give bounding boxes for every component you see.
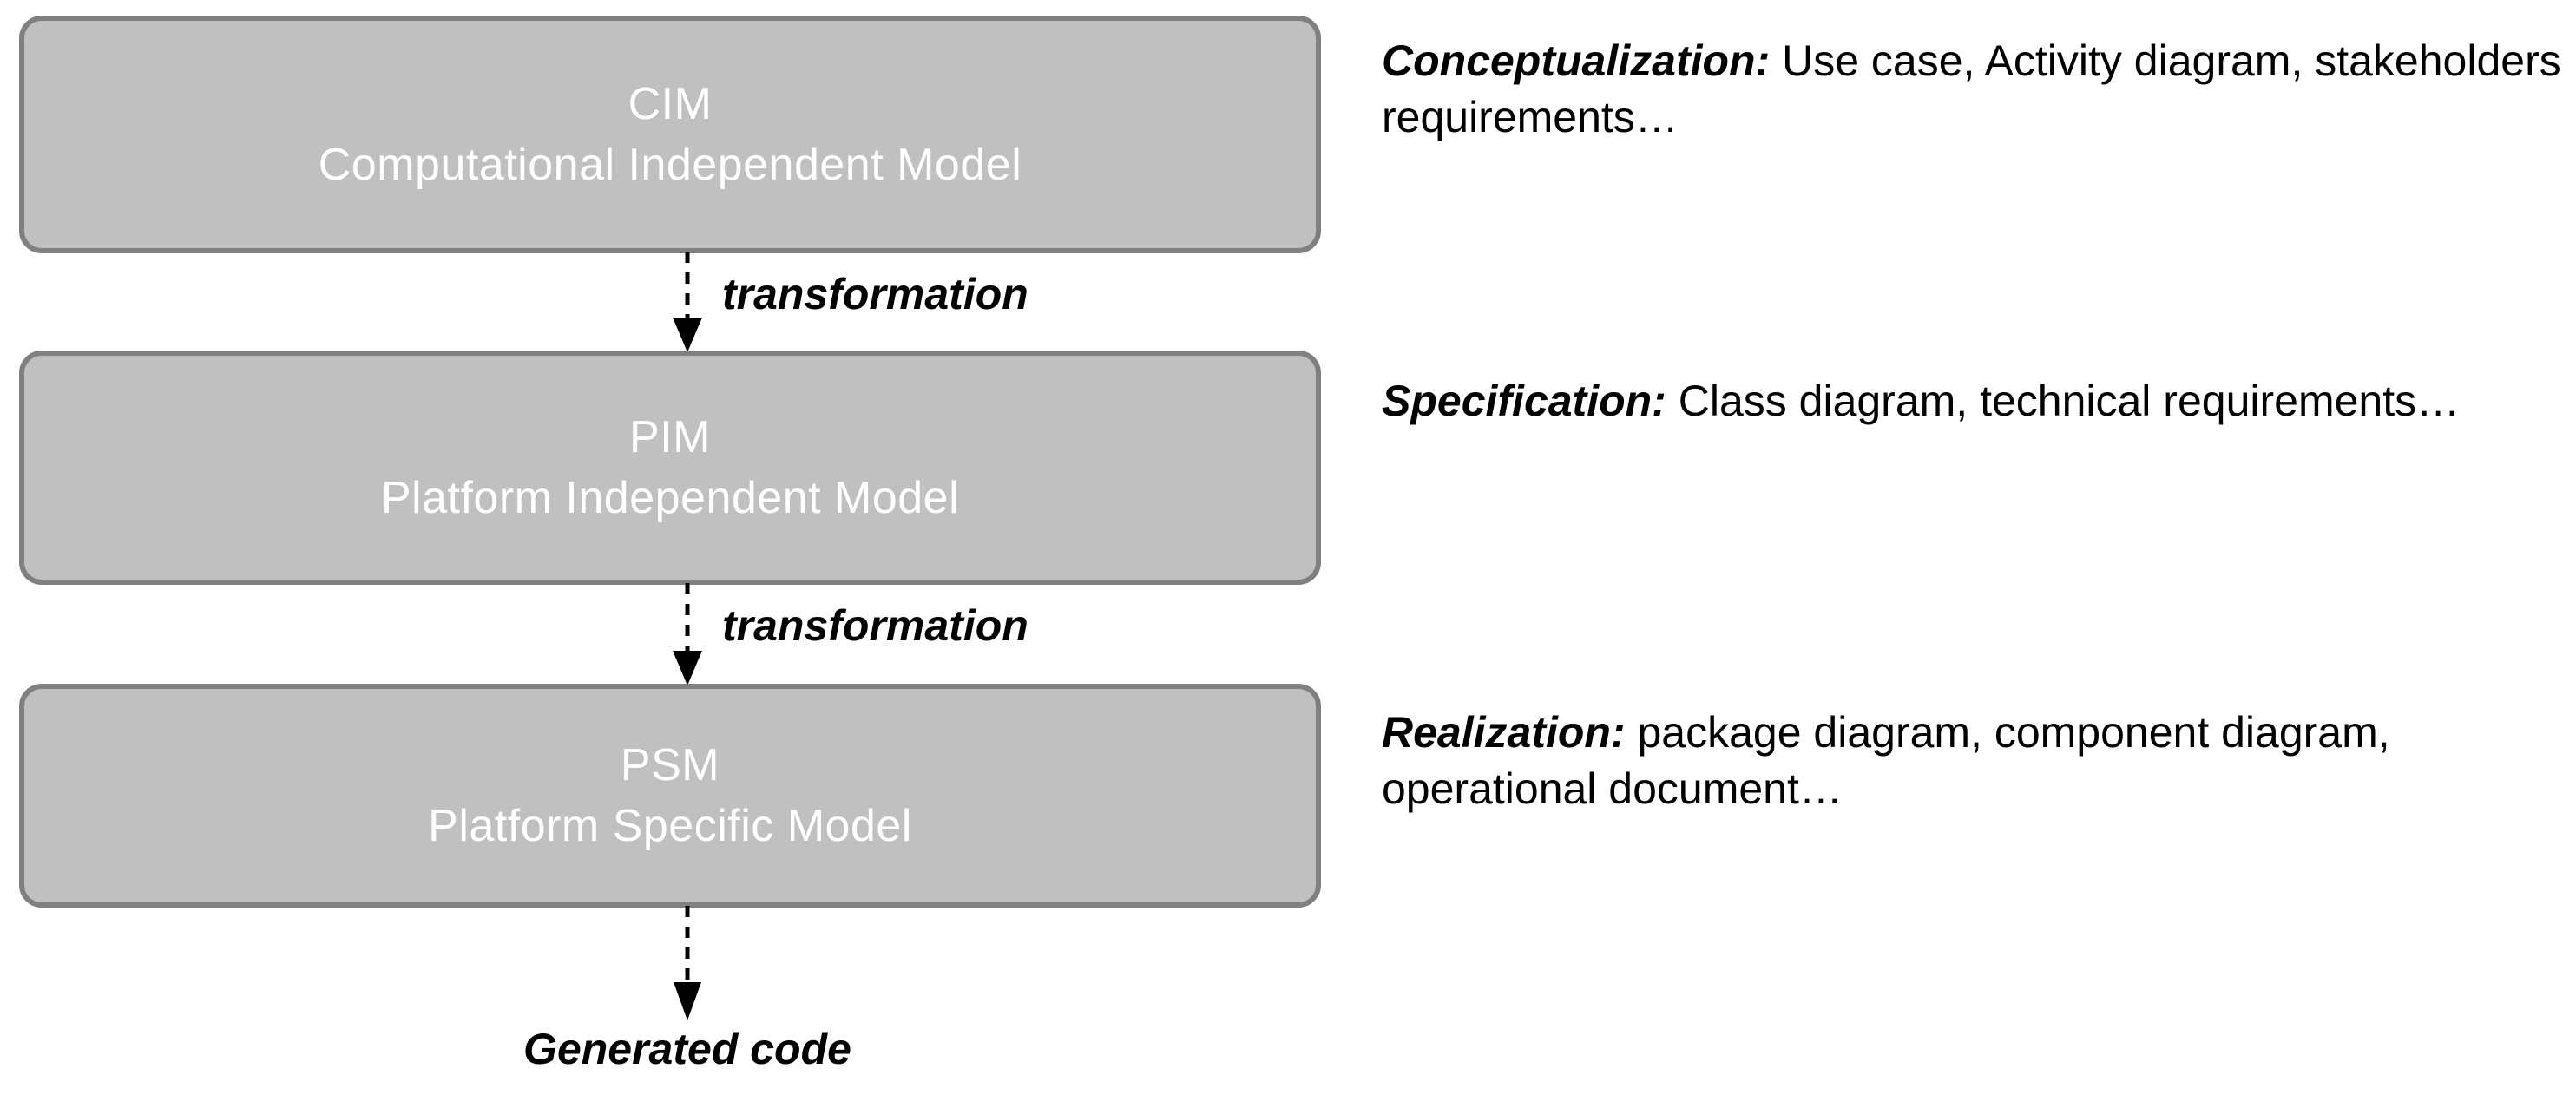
description-cim-label: Conceptualization:: [1382, 36, 1771, 85]
transformation-label-1: transformation: [722, 270, 1028, 318]
model-box-pim-title: Platform Independent Model: [380, 473, 960, 523]
model-box-psm-title: Platform Specific Model: [428, 801, 912, 851]
description-pim-label: Specification:: [1382, 377, 1666, 425]
model-box-psm[interactable]: PSM Platform Specific Model: [19, 684, 1321, 908]
model-box-cim-title: Computational Independent Model: [318, 140, 1022, 190]
model-box-pim-abbr: PIM: [629, 412, 711, 462]
transformation-arrow-1: [668, 252, 706, 352]
description-cim: Conceptualization: Use case, Activity di…: [1382, 33, 2571, 146]
description-psm-body: package diagram, component diagram, oper…: [1382, 708, 2390, 813]
transformation-label-2: transformation: [722, 601, 1028, 650]
model-box-cim-abbr: CIM: [628, 79, 713, 129]
generated-code-arrow: [668, 906, 706, 1020]
description-psm: Realization: package diagram, component …: [1382, 705, 2571, 817]
generated-code-label: Generated code: [523, 1025, 851, 1073]
description-psm-label: Realization:: [1382, 708, 1626, 757]
model-box-psm-abbr: PSM: [620, 740, 720, 790]
description-pim-body: Class diagram, technical requirements…: [1666, 377, 2461, 425]
transformation-arrow-2: [668, 583, 706, 685]
description-cim-body: Use case, Activity diagram, stakeholders…: [1382, 36, 2561, 141]
model-box-cim[interactable]: CIM Computational Independent Model: [19, 16, 1321, 253]
model-box-pim[interactable]: PIM Platform Independent Model: [19, 351, 1321, 585]
description-pim: Specification: Class diagram, technical …: [1382, 373, 2571, 429]
